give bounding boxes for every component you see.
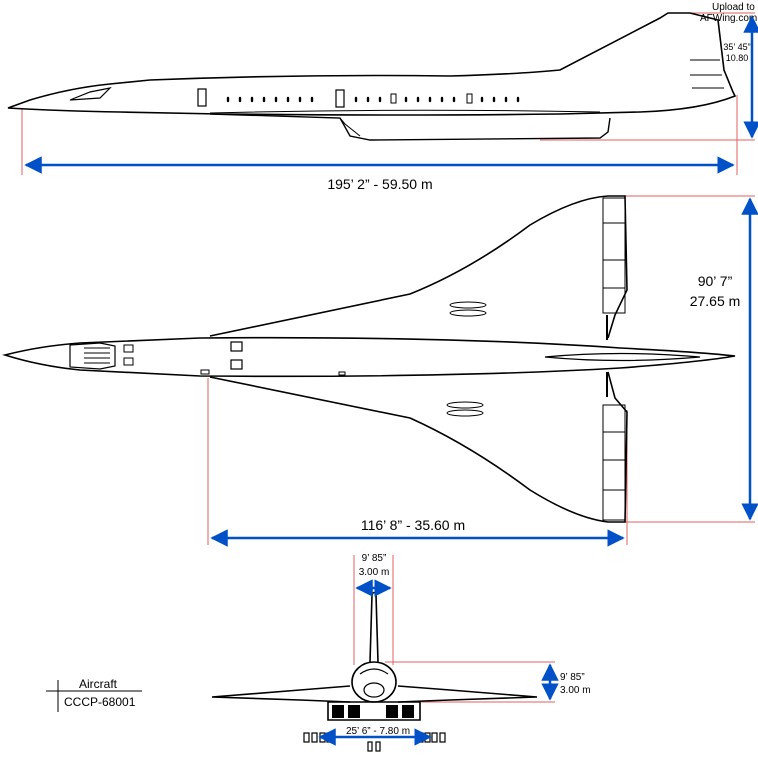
front-fin-height-dimension: 9’ 85” 3.00 m [541, 663, 591, 701]
top-span-label-bottom: 27.65 m [690, 293, 741, 309]
side-view [7, 12, 755, 175]
credit: Upload to AFWing.com [700, 2, 757, 24]
front-fin-width-label-bottom: 3.00 m [359, 567, 390, 578]
side-height-label-bottom: 10.80 [726, 53, 749, 63]
aircraft-caption: Aircraft CCCP-68001 [46, 677, 142, 712]
front-track-label: 25’ 6” - 7.80 m [346, 726, 410, 737]
top-view [2, 195, 755, 545]
front-view [211, 555, 555, 752]
front-track-dimension: 25’ 6” - 7.80 m [318, 726, 432, 746]
side-height-label-top: 35’ 45” [723, 42, 750, 52]
front-fin-height-label-bottom: 3.00 m [560, 685, 591, 696]
side-height-dimension: 35’ 45” 10.80 [723, 15, 758, 139]
credit-line-1: Upload to [712, 2, 755, 13]
side-length-dimension: 195’ 2” - 59.50 m [24, 156, 735, 192]
top-half-length-dimension: 116’ 8” - 35.60 m [210, 517, 625, 547]
front-fin-width-dimension: 9’ 85” 3.00 m [355, 553, 392, 597]
aircraft-registration: CCCP-68001 [64, 695, 136, 709]
side-length-label: 195’ 2” - 59.50 m [327, 176, 432, 192]
credit-line-2: AFWing.com [700, 13, 757, 24]
top-span-label-top: 90’ 7” [698, 273, 733, 289]
front-fin-width-label-top: 9’ 85” [362, 553, 387, 564]
top-half-length-label: 116’ 8” - 35.60 m [361, 517, 465, 533]
top-span-dimension: 90’ 7” 27.65 m [690, 197, 758, 521]
front-fin-height-label-top: 9’ 85” [560, 672, 585, 683]
aircraft-caption-label: Aircraft [79, 677, 118, 691]
